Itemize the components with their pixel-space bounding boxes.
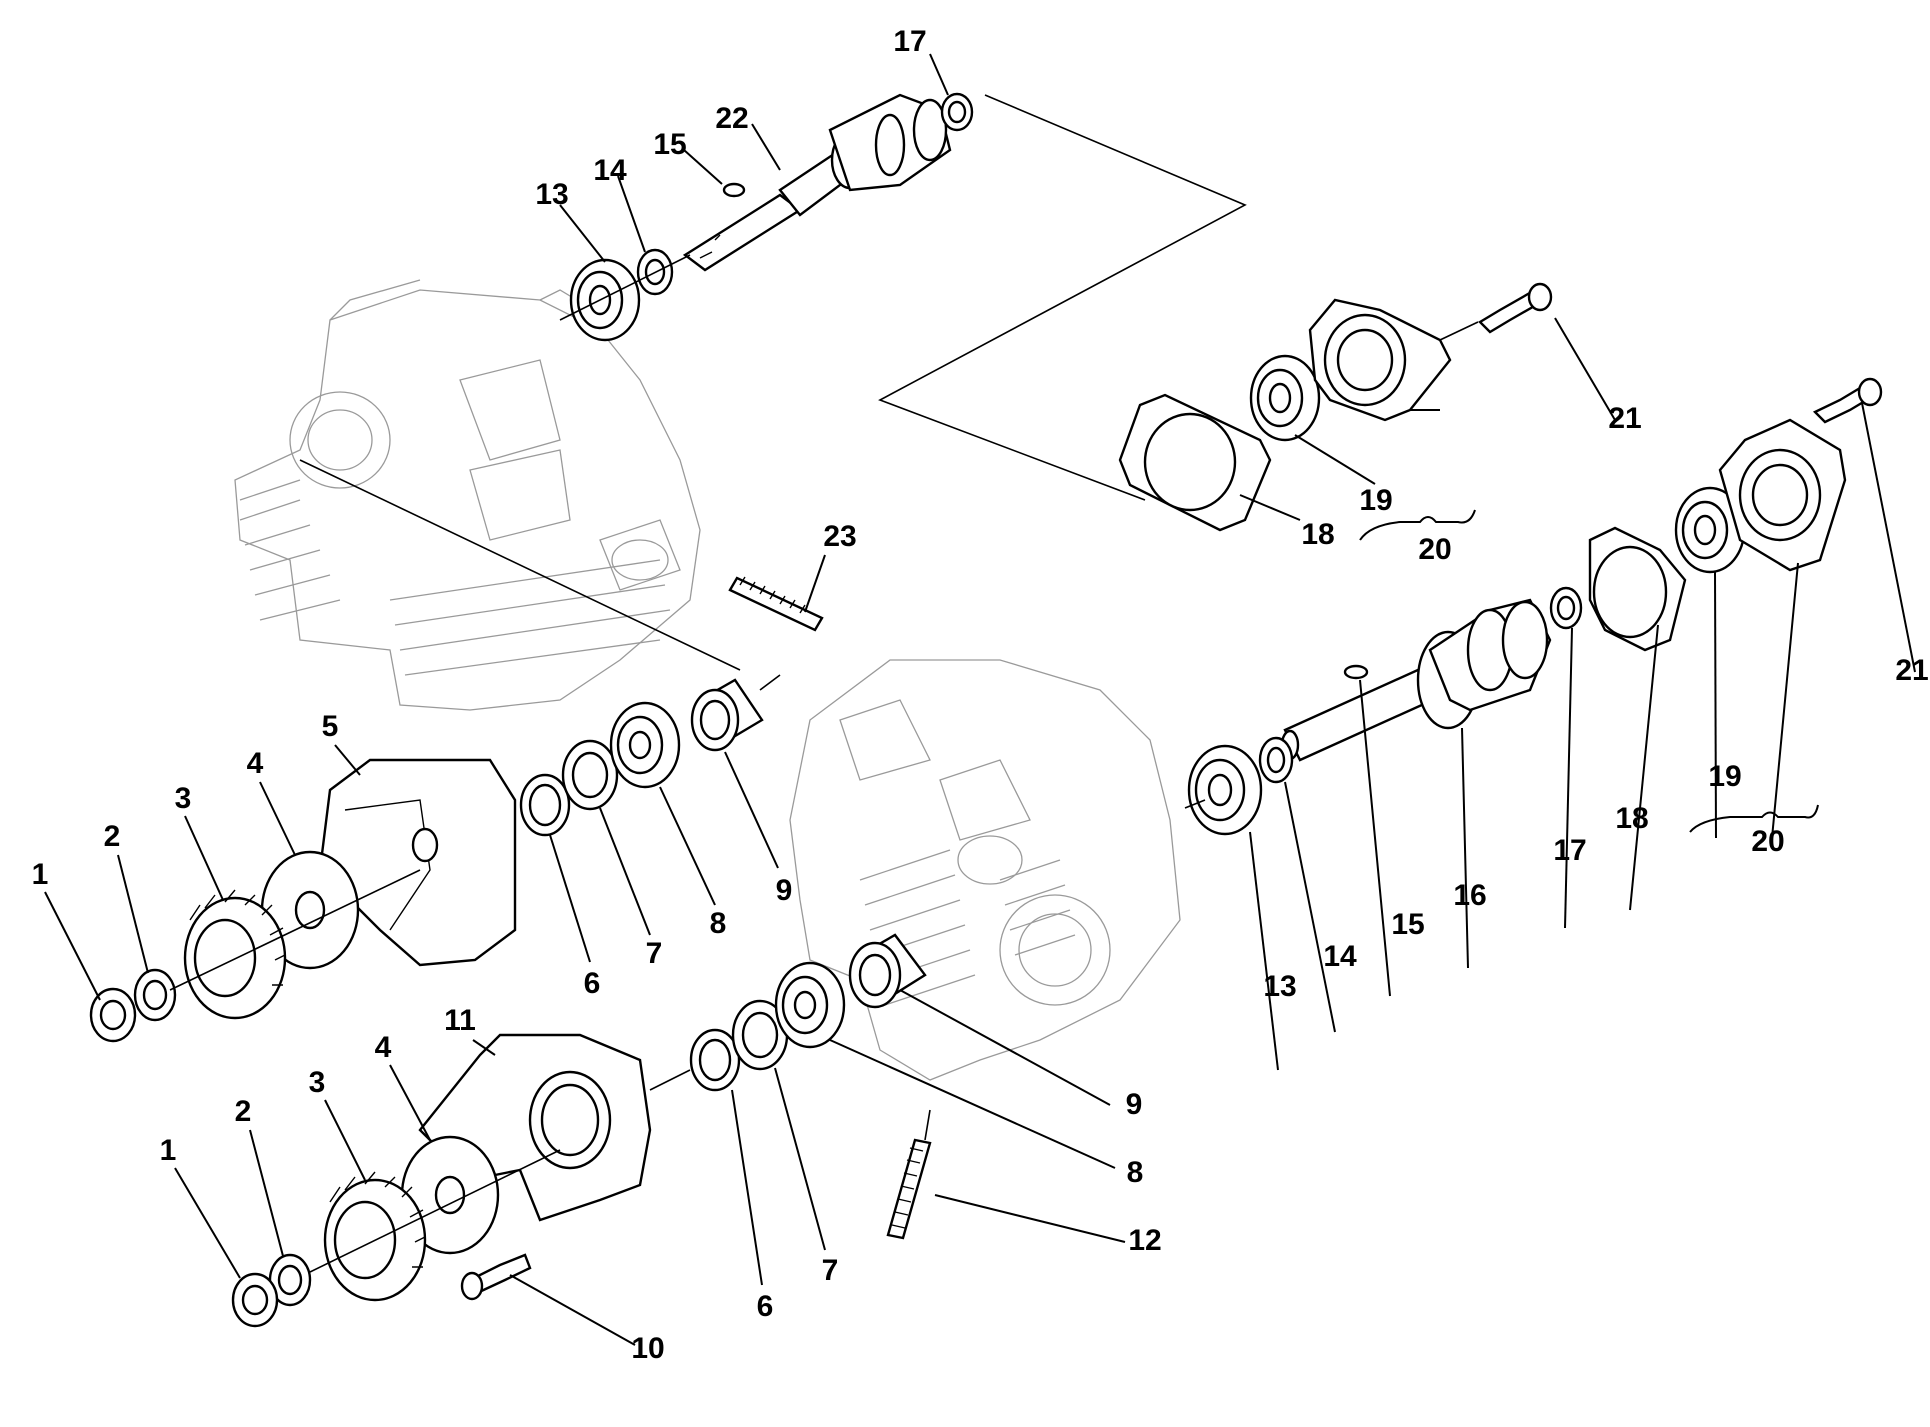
callout-23: 23	[823, 520, 856, 553]
callout-3-lower: 3	[309, 1066, 326, 1099]
rear-washer-2	[133, 968, 177, 1022]
callout-17-upper: 17	[893, 25, 926, 58]
callout-15-lower: 15	[1391, 908, 1424, 941]
callout-13-lower: 13	[1263, 970, 1296, 1003]
front-screw-21	[1812, 377, 1883, 424]
leader-lines	[44, 53, 1916, 1346]
callout-21-upper: 21	[1608, 402, 1641, 435]
callout-2-lower: 2	[235, 1095, 252, 1128]
callout-20-lower: 20	[1751, 825, 1784, 858]
callout-labels: 1 2 3 4 5 6 7 8 9 1 2 3 4 11 6 7 8 9 10 …	[32, 25, 1929, 1365]
front-woodruff-key	[1343, 664, 1369, 680]
rear-woodruff-key	[722, 182, 746, 198]
callout-6-upper: 6	[584, 967, 601, 1000]
rear-bearing-13	[569, 258, 641, 342]
callout-12: 12	[1128, 1224, 1161, 1257]
rear-bearing-8	[609, 701, 681, 789]
rear-bearing-19	[1249, 354, 1321, 442]
front-washer-17	[1549, 586, 1583, 630]
callout-4-lower: 4	[375, 1031, 392, 1064]
front-bush-9	[848, 933, 927, 1009]
rear-gasket-18	[1118, 393, 1272, 532]
front-bearing-8	[774, 961, 846, 1049]
callout-20-upper: 20	[1418, 533, 1451, 566]
callout-11: 11	[444, 1004, 476, 1037]
callout-9-lower: 9	[1126, 1088, 1143, 1121]
callout-15-upper: 15	[653, 128, 686, 161]
callout-8-lower: 8	[1127, 1156, 1144, 1189]
front-ring-6	[689, 1028, 741, 1092]
callout-19-lower: 19	[1708, 760, 1741, 793]
rear-ring-6	[519, 773, 571, 837]
callout-14-lower: 14	[1323, 940, 1357, 973]
rear-screw-21	[1478, 282, 1553, 334]
callout-18-upper: 18	[1301, 518, 1334, 551]
callout-1-upper: 1	[32, 858, 49, 891]
rear-washer-17	[940, 92, 974, 132]
callout-8-upper: 8	[710, 907, 727, 940]
front-cover-20	[1718, 418, 1847, 572]
callout-7-lower: 7	[822, 1254, 839, 1287]
front-nut-1	[231, 1272, 279, 1328]
callout-2-upper: 2	[104, 820, 121, 853]
callout-10: 10	[631, 1332, 664, 1365]
callout-9-upper: 9	[776, 874, 793, 907]
callout-4-upper: 4	[247, 747, 264, 780]
rear-flange-4	[260, 850, 360, 970]
rear-nut-1	[89, 987, 137, 1043]
front-spacer-14	[1258, 736, 1294, 784]
rear-seal-7	[561, 739, 619, 811]
front-camshaft-16	[1280, 598, 1552, 762]
callout-18-lower: 18	[1615, 802, 1648, 835]
front-bearing-19	[1674, 486, 1746, 574]
callout-19-upper: 19	[1359, 484, 1392, 517]
callout-5: 5	[322, 710, 339, 743]
callout-6-lower: 6	[757, 1290, 774, 1323]
stud-23	[728, 576, 824, 632]
callout-17-lower: 17	[1553, 834, 1586, 867]
callout-13-upper: 13	[535, 178, 568, 211]
callout-3-upper: 3	[175, 782, 192, 815]
callout-1-lower: 1	[160, 1134, 177, 1167]
rear-camshaft	[682, 93, 952, 272]
rear-bracket-line	[878, 94, 1247, 501]
callout-7-upper: 7	[646, 937, 663, 970]
front-cylinder-head	[789, 659, 1181, 1081]
callout-14-upper: 14	[593, 154, 627, 187]
callout-21-lower: 21	[1895, 654, 1928, 687]
callout-16: 16	[1453, 879, 1486, 912]
callout-22: 22	[715, 102, 748, 135]
front-screw-10	[460, 1253, 532, 1301]
front-gasket-18	[1588, 526, 1687, 652]
stud-12	[886, 1109, 932, 1240]
front-bearing-13	[1187, 744, 1263, 836]
rear-belt-cover-5	[318, 758, 517, 967]
rear-cylinder-head	[234, 279, 701, 711]
rear-bush-9	[690, 678, 764, 752]
rear-cover-20	[1308, 298, 1452, 422]
front-washer-2	[268, 1253, 312, 1307]
